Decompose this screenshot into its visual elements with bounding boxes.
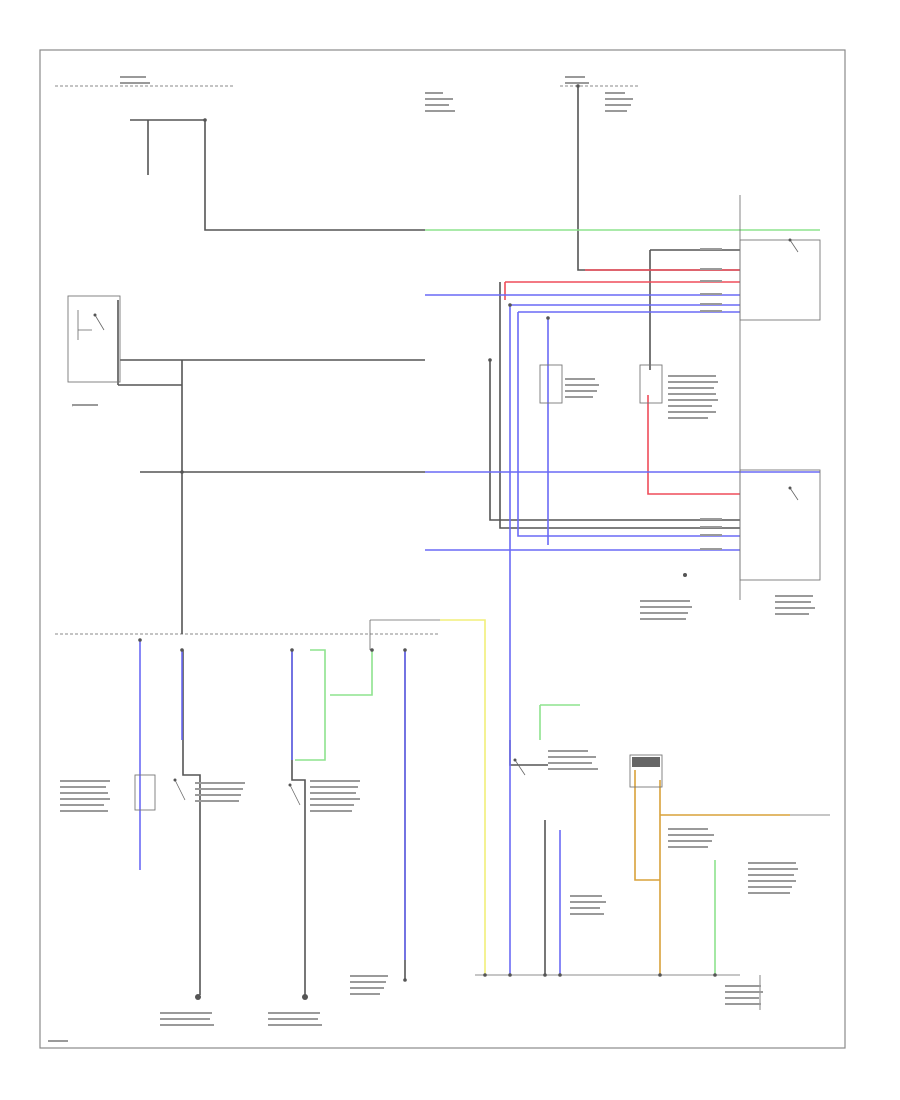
yellow-wires: [440, 619, 486, 975]
label-marks: [48, 76, 815, 1042]
black-wires: [117, 86, 740, 995]
orange-wires: [634, 770, 790, 975]
splice-dots: [138, 84, 717, 982]
pressure-switch: [134, 774, 186, 811]
ground-left: [195, 994, 201, 1000]
fan-relay-right-bottom: [739, 469, 821, 581]
fan-relay-right-top: [739, 238, 821, 321]
thermo-switch: [288, 783, 301, 806]
fan-relay-left-label: ·: [72, 405, 73, 409]
diagram-frame: [39, 49, 846, 1049]
radiator-fan-motor: [513, 758, 526, 776]
ground-middle: [302, 994, 308, 1000]
ecm: [539, 364, 663, 404]
green-wires: [295, 229, 820, 975]
condenser-fan-motor: [629, 754, 663, 788]
blue-wires: [139, 294, 820, 975]
fan-relay-left: ·: [67, 295, 121, 409]
